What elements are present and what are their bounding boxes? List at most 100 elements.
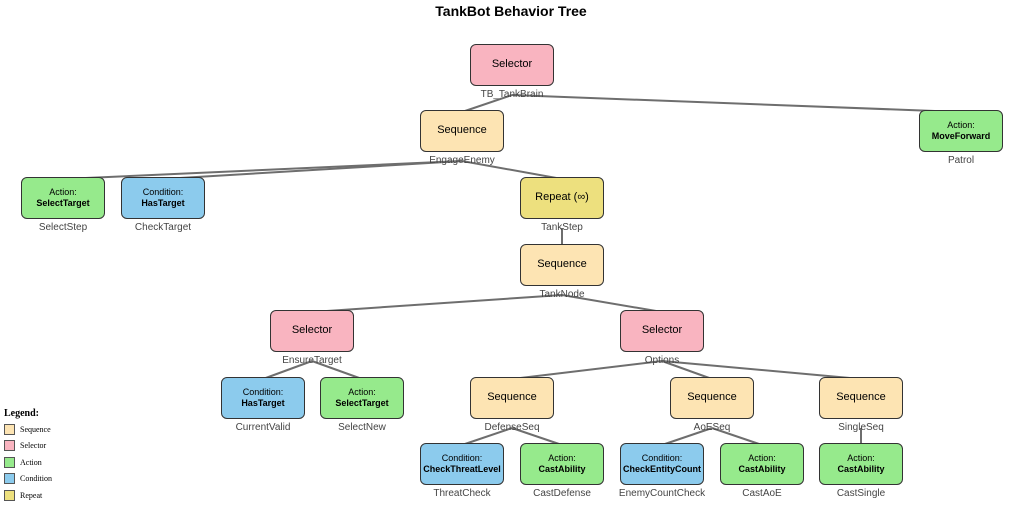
legend-label: Condition	[20, 474, 53, 484]
legend-item-condition: Condition	[4, 471, 52, 488]
node-tankstep[interactable]: Repeat (∞)	[520, 177, 604, 219]
node-text: Condition:CheckEntityCount	[623, 453, 701, 476]
node-castdef[interactable]: Action:CastAbility	[520, 443, 604, 485]
edge-engage-selstep	[62, 160, 463, 180]
node-tanknode[interactable]: Sequence	[520, 244, 604, 286]
node-name: HasTarget	[241, 398, 285, 408]
node-label-tanknode: TankNode	[539, 289, 585, 300]
node-name: HasTarget	[141, 198, 185, 208]
node-name: CastAbility	[538, 464, 586, 474]
node-label-tankstep: TankStep	[541, 222, 583, 233]
legend-item-action: Action	[4, 454, 52, 471]
node-name: CastAbility	[738, 464, 786, 474]
node-text: Sequence	[537, 258, 587, 272]
edge-aoeseq-enemycount	[661, 427, 713, 446]
node-name: Selector	[291, 324, 333, 337]
node-label-patrol: Patrol	[947, 155, 975, 166]
node-label-engage: EngageEnemy	[429, 155, 495, 166]
edge-options-defseq	[511, 360, 663, 380]
legend-label: Selector	[20, 441, 47, 451]
node-label-castaoe: CastAoE	[742, 488, 782, 499]
node-text: Condition:HasTarget	[241, 387, 284, 410]
node-threat[interactable]: Condition:CheckThreatLevel	[420, 443, 504, 485]
legend-label: Sequence	[20, 424, 51, 434]
node-text: Sequence	[487, 391, 537, 405]
node-text: Selector	[492, 58, 532, 72]
edge-options-aoeseq	[661, 360, 713, 380]
node-selstep[interactable]: Action:SelectTarget	[21, 177, 105, 219]
edge-aoeseq-castaoe	[711, 427, 763, 446]
legend-swatch	[4, 473, 15, 485]
node-options[interactable]: Selector	[620, 310, 704, 352]
node-name: Sequence	[836, 391, 886, 404]
edge-engage-tankstep	[461, 160, 563, 180]
node-text: Sequence	[836, 391, 886, 405]
node-name: Repeat (∞)	[535, 191, 589, 204]
legend-swatch	[4, 440, 15, 452]
legend-swatch	[4, 489, 15, 501]
node-label-ensure: EnsureTarget	[282, 355, 342, 366]
node-label-enemycount: EnemyCountCheck	[618, 488, 706, 499]
edge-defseq-castdef	[511, 427, 563, 446]
node-text: Action:CastAbility	[837, 453, 884, 476]
node-castaoe[interactable]: Action:CastAbility	[720, 443, 804, 485]
node-label-tb: TB_TankBrain	[480, 89, 544, 100]
node-name: MoveForward	[931, 131, 991, 141]
node-label-threat: ThreatCheck	[433, 488, 491, 499]
edge-ensure-selnew	[311, 360, 363, 380]
node-castsingle[interactable]: Action:CastAbility	[819, 443, 903, 485]
node-label-castdef: CastDefense	[533, 488, 591, 499]
node-name: Sequence	[537, 258, 587, 271]
node-label-selnew: SelectNew	[338, 422, 386, 433]
node-text: Condition:CheckThreatLevel	[423, 453, 501, 476]
node-selnew[interactable]: Action:SelectTarget	[320, 377, 404, 419]
legend-swatch	[4, 456, 15, 468]
node-label-selstep: SelectStep	[38, 222, 88, 233]
diagram-title: TankBot Behavior Tree	[435, 3, 587, 19]
node-kind: Condition:	[441, 452, 483, 463]
node-ensure[interactable]: Selector	[270, 310, 354, 352]
node-text: Action:CastAbility	[738, 453, 785, 476]
node-kind: Action:	[348, 386, 376, 397]
node-label-castsingle: CastSingle	[836, 488, 886, 499]
node-name: CheckEntityCount	[623, 464, 702, 474]
node-engage[interactable]: Sequence	[420, 110, 504, 152]
node-curvalid[interactable]: Condition:HasTarget	[221, 377, 305, 419]
node-label-options: Options	[644, 355, 680, 366]
edge-tanknode-ensure	[311, 294, 563, 313]
node-kind: Condition:	[242, 386, 284, 397]
node-name: Sequence	[687, 391, 737, 404]
node-chktarget[interactable]: Condition:HasTarget	[121, 177, 205, 219]
node-enemycount[interactable]: Condition:CheckEntityCount	[620, 443, 704, 485]
node-aoeseq[interactable]: Sequence	[670, 377, 754, 419]
legend-item-repeat: Repeat	[4, 487, 52, 504]
node-name: Sequence	[437, 124, 487, 137]
node-name: Selector	[491, 58, 533, 71]
legend-swatch	[4, 423, 15, 435]
edge-defseq-threat	[461, 427, 513, 446]
legend-item-selector: Selector	[4, 438, 52, 455]
edge-ensure-curvalid	[262, 360, 313, 380]
node-kind: Condition:	[142, 186, 184, 197]
node-name: SelectTarget	[335, 398, 389, 408]
node-defseq[interactable]: Sequence	[470, 377, 554, 419]
node-label-aoeseq: AoESeq	[693, 422, 731, 433]
edge-options-singleseq	[661, 360, 862, 380]
node-label-singleseq: SingleSeq	[838, 422, 884, 433]
node-text: Repeat (∞)	[535, 191, 589, 205]
node-kind: Action:	[847, 452, 875, 463]
node-text: Sequence	[687, 391, 737, 405]
node-kind: Action:	[947, 119, 975, 130]
node-kind: Action:	[548, 452, 576, 463]
node-tb[interactable]: Selector	[470, 44, 554, 86]
node-singleseq[interactable]: Sequence	[819, 377, 903, 419]
node-text: Selector	[642, 324, 682, 338]
node-name: SelectTarget	[36, 198, 90, 208]
node-label-chktarget: CheckTarget	[134, 222, 192, 233]
edge-tb-patrol	[511, 94, 962, 113]
legend-label: Action	[20, 457, 42, 467]
node-patrol[interactable]: Action:MoveForward	[919, 110, 1003, 152]
legend-label: Repeat	[20, 490, 43, 500]
